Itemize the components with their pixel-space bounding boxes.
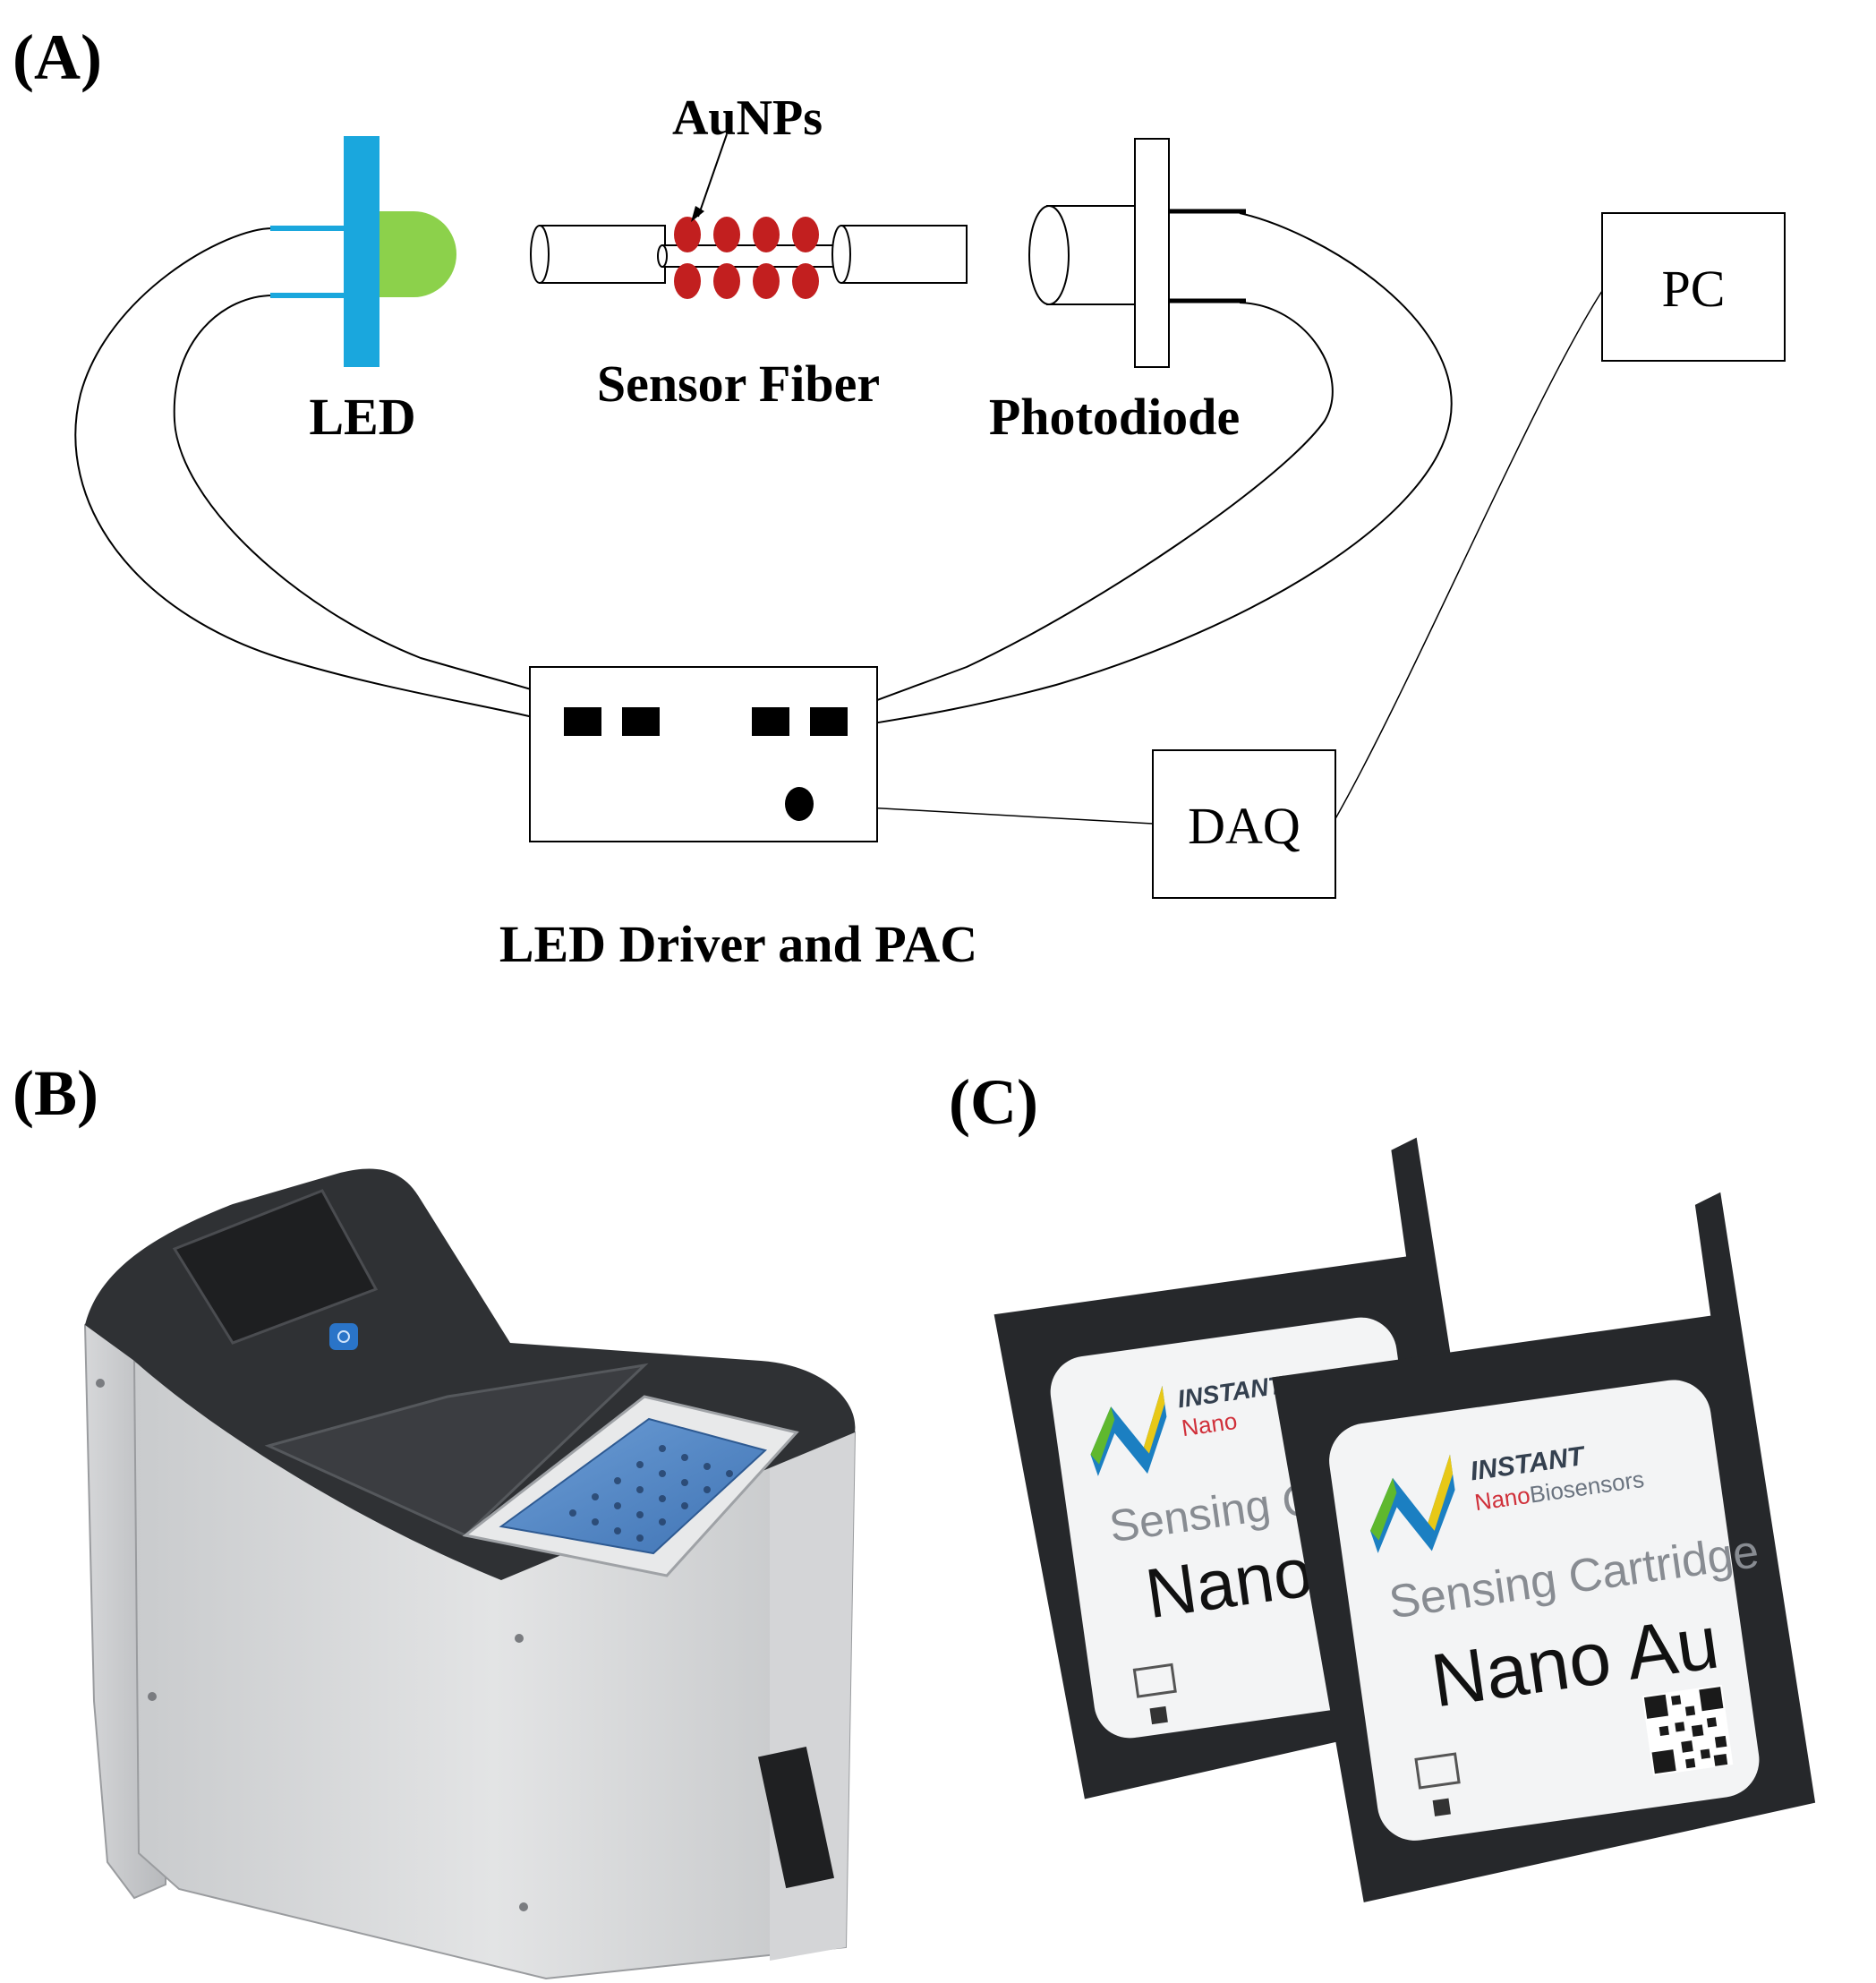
- screw: [96, 1379, 105, 1388]
- wire-led-bottom: [173, 295, 632, 728]
- daq-box: [1152, 749, 1336, 899]
- logo-icon: [1090, 1385, 1167, 1476]
- panel-c: (C) INSTANT Nano Sensing Ca Nano: [949, 1066, 1816, 1902]
- nanoparticle: [753, 217, 780, 252]
- cartridge-back-logo: [1090, 1385, 1167, 1476]
- nanoparticle: [713, 217, 740, 252]
- wire-led-top: [74, 227, 574, 728]
- fiber-left-segment: [539, 225, 666, 284]
- fiber-right-end: [831, 225, 851, 284]
- driver-label: LED Driver and PAC: [499, 915, 977, 973]
- driver-terminal: [564, 707, 601, 736]
- fiber-core-end: [657, 244, 668, 268]
- sensor-fiber-label: Sensor Fiber: [597, 355, 880, 413]
- fiber-left-end: [530, 225, 550, 284]
- logo-icon-accent-2: [1143, 1385, 1165, 1454]
- driver-terminal: [622, 707, 660, 736]
- driver-output-dot: [785, 787, 814, 821]
- bin-icon: [1149, 1705, 1168, 1725]
- led: [270, 136, 456, 367]
- gold-nanoparticles: [674, 217, 819, 299]
- photodiode-window: [1028, 205, 1070, 305]
- ce-mark-icon: [1414, 1752, 1461, 1790]
- led-bar: [344, 136, 379, 367]
- photodiode-label: Photodiode: [989, 388, 1240, 446]
- fiber-right-segment: [840, 225, 968, 284]
- touch-screen: [172, 1189, 379, 1345]
- photodiode: [1028, 138, 1246, 368]
- panel-a-label: (A): [13, 21, 102, 93]
- panel-b: (B): [13, 1057, 857, 1980]
- panel-c-label: (C): [949, 1066, 1038, 1138]
- nanoparticle: [792, 217, 819, 252]
- nanoparticle: [713, 263, 740, 299]
- power-icon: [337, 1330, 350, 1343]
- driver-terminal: [752, 707, 789, 736]
- logo-icon-accent: [1370, 1477, 1397, 1541]
- screw: [519, 1902, 528, 1911]
- cartridge-slot[interactable]: [758, 1747, 835, 1889]
- sample-tray[interactable]: [499, 1417, 768, 1555]
- reader-device: [83, 1168, 857, 1980]
- led-lens: [376, 211, 456, 297]
- sensor-fiber: [530, 225, 968, 284]
- led-label: LED: [309, 388, 415, 446]
- pc-box: [1601, 212, 1786, 362]
- nanoparticle: [753, 263, 780, 299]
- qr-code-icon: [1642, 1684, 1734, 1776]
- logo-icon-accent-2: [1428, 1454, 1454, 1531]
- driver-terminal: [810, 707, 848, 736]
- panel-b-label: (B): [13, 1057, 98, 1129]
- daq-label: DAQ: [1188, 797, 1300, 855]
- pc-label: PC: [1662, 260, 1726, 318]
- aunps-pointer: [697, 133, 728, 218]
- sample-wells: [569, 1445, 733, 1542]
- screw: [148, 1692, 157, 1701]
- aunps-pointer-arrow-icon: [691, 206, 704, 222]
- wires: [74, 212, 1603, 825]
- wire-photodiode-top: [851, 212, 1453, 728]
- photodiode-flange: [1134, 138, 1170, 368]
- cartridge-front: INSTANT NanoBiosensors Sensing Cartridge…: [1272, 1192, 1816, 1902]
- nanoparticle: [674, 263, 701, 299]
- perforated-lid: [264, 1363, 649, 1537]
- wire-photodiode-bottom: [814, 302, 1334, 728]
- nanoparticle: [674, 217, 701, 252]
- logo-icon-accent: [1090, 1406, 1115, 1465]
- nanoparticle: [792, 263, 819, 299]
- aunps-label: AuNPs: [672, 90, 823, 146]
- led-driver-box: [529, 666, 878, 842]
- ce-mark-icon: [1132, 1662, 1177, 1698]
- wire-daq-to-pc: [1333, 290, 1603, 823]
- power-button[interactable]: [329, 1323, 358, 1350]
- screw: [515, 1634, 524, 1643]
- bin-icon: [1432, 1798, 1451, 1816]
- panel-a: (A) LED: [13, 21, 1786, 973]
- cartridge-front-logo: [1370, 1454, 1455, 1553]
